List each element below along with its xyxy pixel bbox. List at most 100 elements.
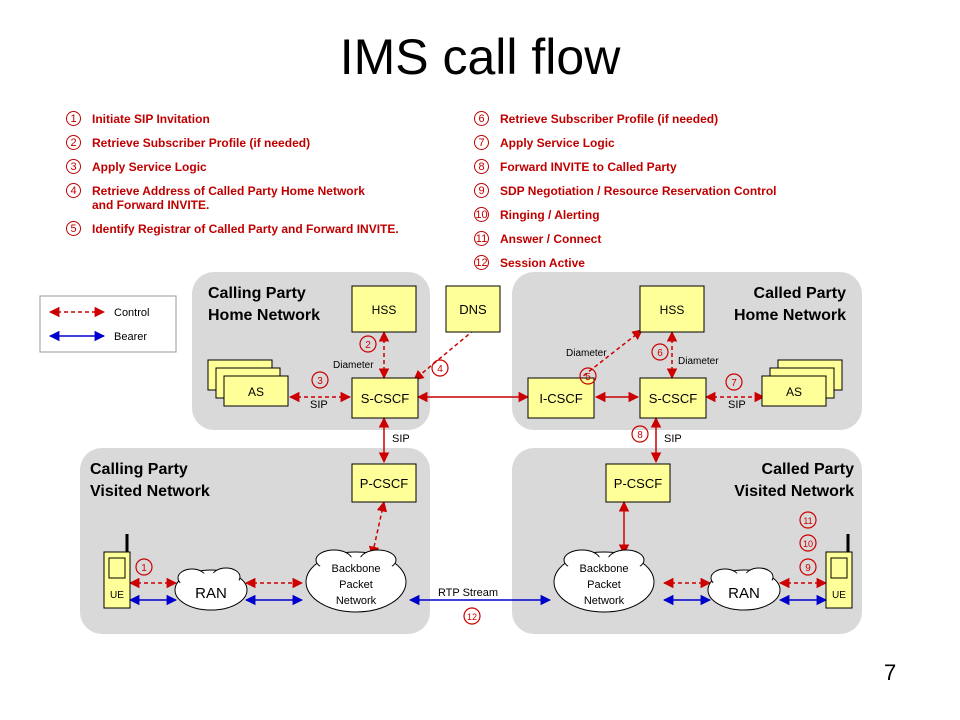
scscf-label: S-CSCF — [649, 391, 697, 406]
backbone-cloud-right: Backbone Packet Network — [553, 549, 655, 613]
step-number: 10 — [474, 207, 489, 222]
region-label: Called Party — [754, 285, 847, 302]
step-text: Retrieve Subscriber Profile (if needed) — [92, 136, 311, 150]
step-text-cont: and Forward INVITE. — [92, 198, 210, 212]
hss-label: HSS — [372, 303, 397, 317]
step-marker-10 — [799, 534, 817, 552]
pcscf-node — [351, 463, 417, 503]
pcscf-node — [605, 463, 671, 503]
step-marker-5 — [579, 367, 597, 385]
hss-label: HSS — [660, 303, 685, 317]
step-marker-8 — [631, 425, 649, 443]
page-number: 7 — [884, 660, 897, 685]
step-marker-3 — [311, 371, 329, 389]
ran-cloud-left: RAN — [174, 567, 248, 611]
region-label: Calling Party — [208, 285, 306, 302]
page-title: IMS call flow — [339, 29, 621, 85]
hss-node — [639, 285, 705, 333]
step-text: Ringing / Alerting — [500, 208, 600, 222]
step-text: Retrieve Subscriber Profile (if needed) — [500, 112, 719, 126]
marker-number: 6 — [657, 348, 663, 359]
step-marker-2 — [359, 335, 377, 353]
region-label: Home Network — [208, 307, 320, 324]
sip-label: SIP — [664, 433, 682, 445]
as-stack-right: AS — [761, 359, 843, 407]
dns-label: DNS — [459, 302, 487, 317]
step-item: 10 Ringing / Alerting — [474, 207, 777, 222]
step-item: 8 Forward INVITE to Called Party — [474, 159, 777, 174]
step-marker-11 — [799, 511, 817, 529]
steps-right-list: 6 Retrieve Subscriber Profile (if needed)… — [474, 111, 777, 270]
step-text: Retrieve Address of Called Party Home Ne… — [92, 184, 365, 198]
legend-bearer-label: Bearer — [114, 331, 147, 343]
step-text: SDP Negotiation / Resource Reservation C… — [500, 184, 777, 198]
dns-link — [413, 329, 475, 381]
pcscf-label: P-CSCF — [360, 476, 408, 491]
step-marker-12 — [463, 607, 481, 625]
backbone-label: Packet — [339, 579, 373, 591]
step-number: 6 — [474, 111, 489, 126]
ue-label: UE — [832, 590, 846, 601]
ue-phone-left: UE — [103, 534, 131, 609]
diameter-label: Diameter — [678, 356, 719, 367]
marker-number: 11 — [803, 516, 812, 526]
step-text: Session Active — [500, 256, 585, 270]
marker-number: 5 — [585, 372, 591, 383]
icscf-label: I-CSCF — [539, 391, 582, 406]
step-text: Answer / Connect — [500, 232, 602, 246]
marker-number: 9 — [805, 563, 811, 574]
marker-number: 4 — [437, 364, 443, 375]
backbone-label: Backbone — [332, 563, 381, 575]
legend-box — [39, 295, 177, 353]
marker-number: 2 — [365, 340, 371, 351]
step-item: 5 Identify Registrar of Called Party and … — [66, 221, 399, 236]
icscf-node — [527, 377, 595, 419]
step-marker-9 — [799, 558, 817, 576]
as-label: AS — [786, 385, 802, 399]
step-item: 6 Retrieve Subscriber Profile (if needed) — [474, 111, 777, 126]
step-item: 11 Answer / Connect — [474, 231, 777, 246]
scscf-node — [351, 377, 419, 419]
as-label: AS — [248, 385, 264, 399]
ran-label: RAN — [195, 585, 227, 602]
rtp-stream-label: RTP Stream — [438, 587, 498, 599]
diameter-label: Diameter — [333, 360, 374, 371]
ran-label: RAN — [728, 585, 760, 602]
step-number: 8 — [474, 159, 489, 174]
step-number: 4 — [66, 183, 81, 198]
step-text: Apply Service Logic — [92, 160, 207, 174]
backbone-label: Network — [584, 595, 625, 607]
hss-node — [351, 285, 417, 333]
backbone-label: Backbone — [580, 563, 629, 575]
step-number: 11 — [474, 231, 489, 246]
step-text: Initiate SIP Invitation — [92, 112, 210, 126]
backbone-label: Packet — [587, 579, 621, 591]
marker-number: 8 — [637, 430, 643, 441]
sip-label: SIP — [728, 399, 746, 411]
region-label: Visited Network — [734, 483, 854, 500]
backbone-cloud-left: Backbone Packet Network — [305, 549, 407, 613]
region-label: Home Network — [734, 307, 846, 324]
pcscf-label: P-CSCF — [614, 476, 662, 491]
step-number: 5 — [66, 221, 81, 236]
step-number: 12 — [474, 255, 489, 270]
step-text: Apply Service Logic — [500, 136, 615, 150]
sip-label: SIP — [392, 433, 410, 445]
step-text: Forward INVITE to Called Party — [500, 160, 677, 174]
dns-node — [445, 285, 501, 333]
ue-phone-right: UE — [825, 534, 853, 609]
step-text: Identify Registrar of Called Party and F… — [92, 222, 399, 236]
step-item: 4 Retrieve Address of Called Party Home N… — [66, 183, 399, 212]
region-label: Calling Party — [90, 461, 188, 478]
pcscf-backbone-link — [368, 500, 388, 558]
backbone-label: Network — [336, 595, 377, 607]
step-marker-7 — [725, 373, 743, 391]
ue-label: UE — [110, 590, 124, 601]
diameter-label: Diameter — [566, 348, 607, 359]
scscf-node — [639, 377, 707, 419]
